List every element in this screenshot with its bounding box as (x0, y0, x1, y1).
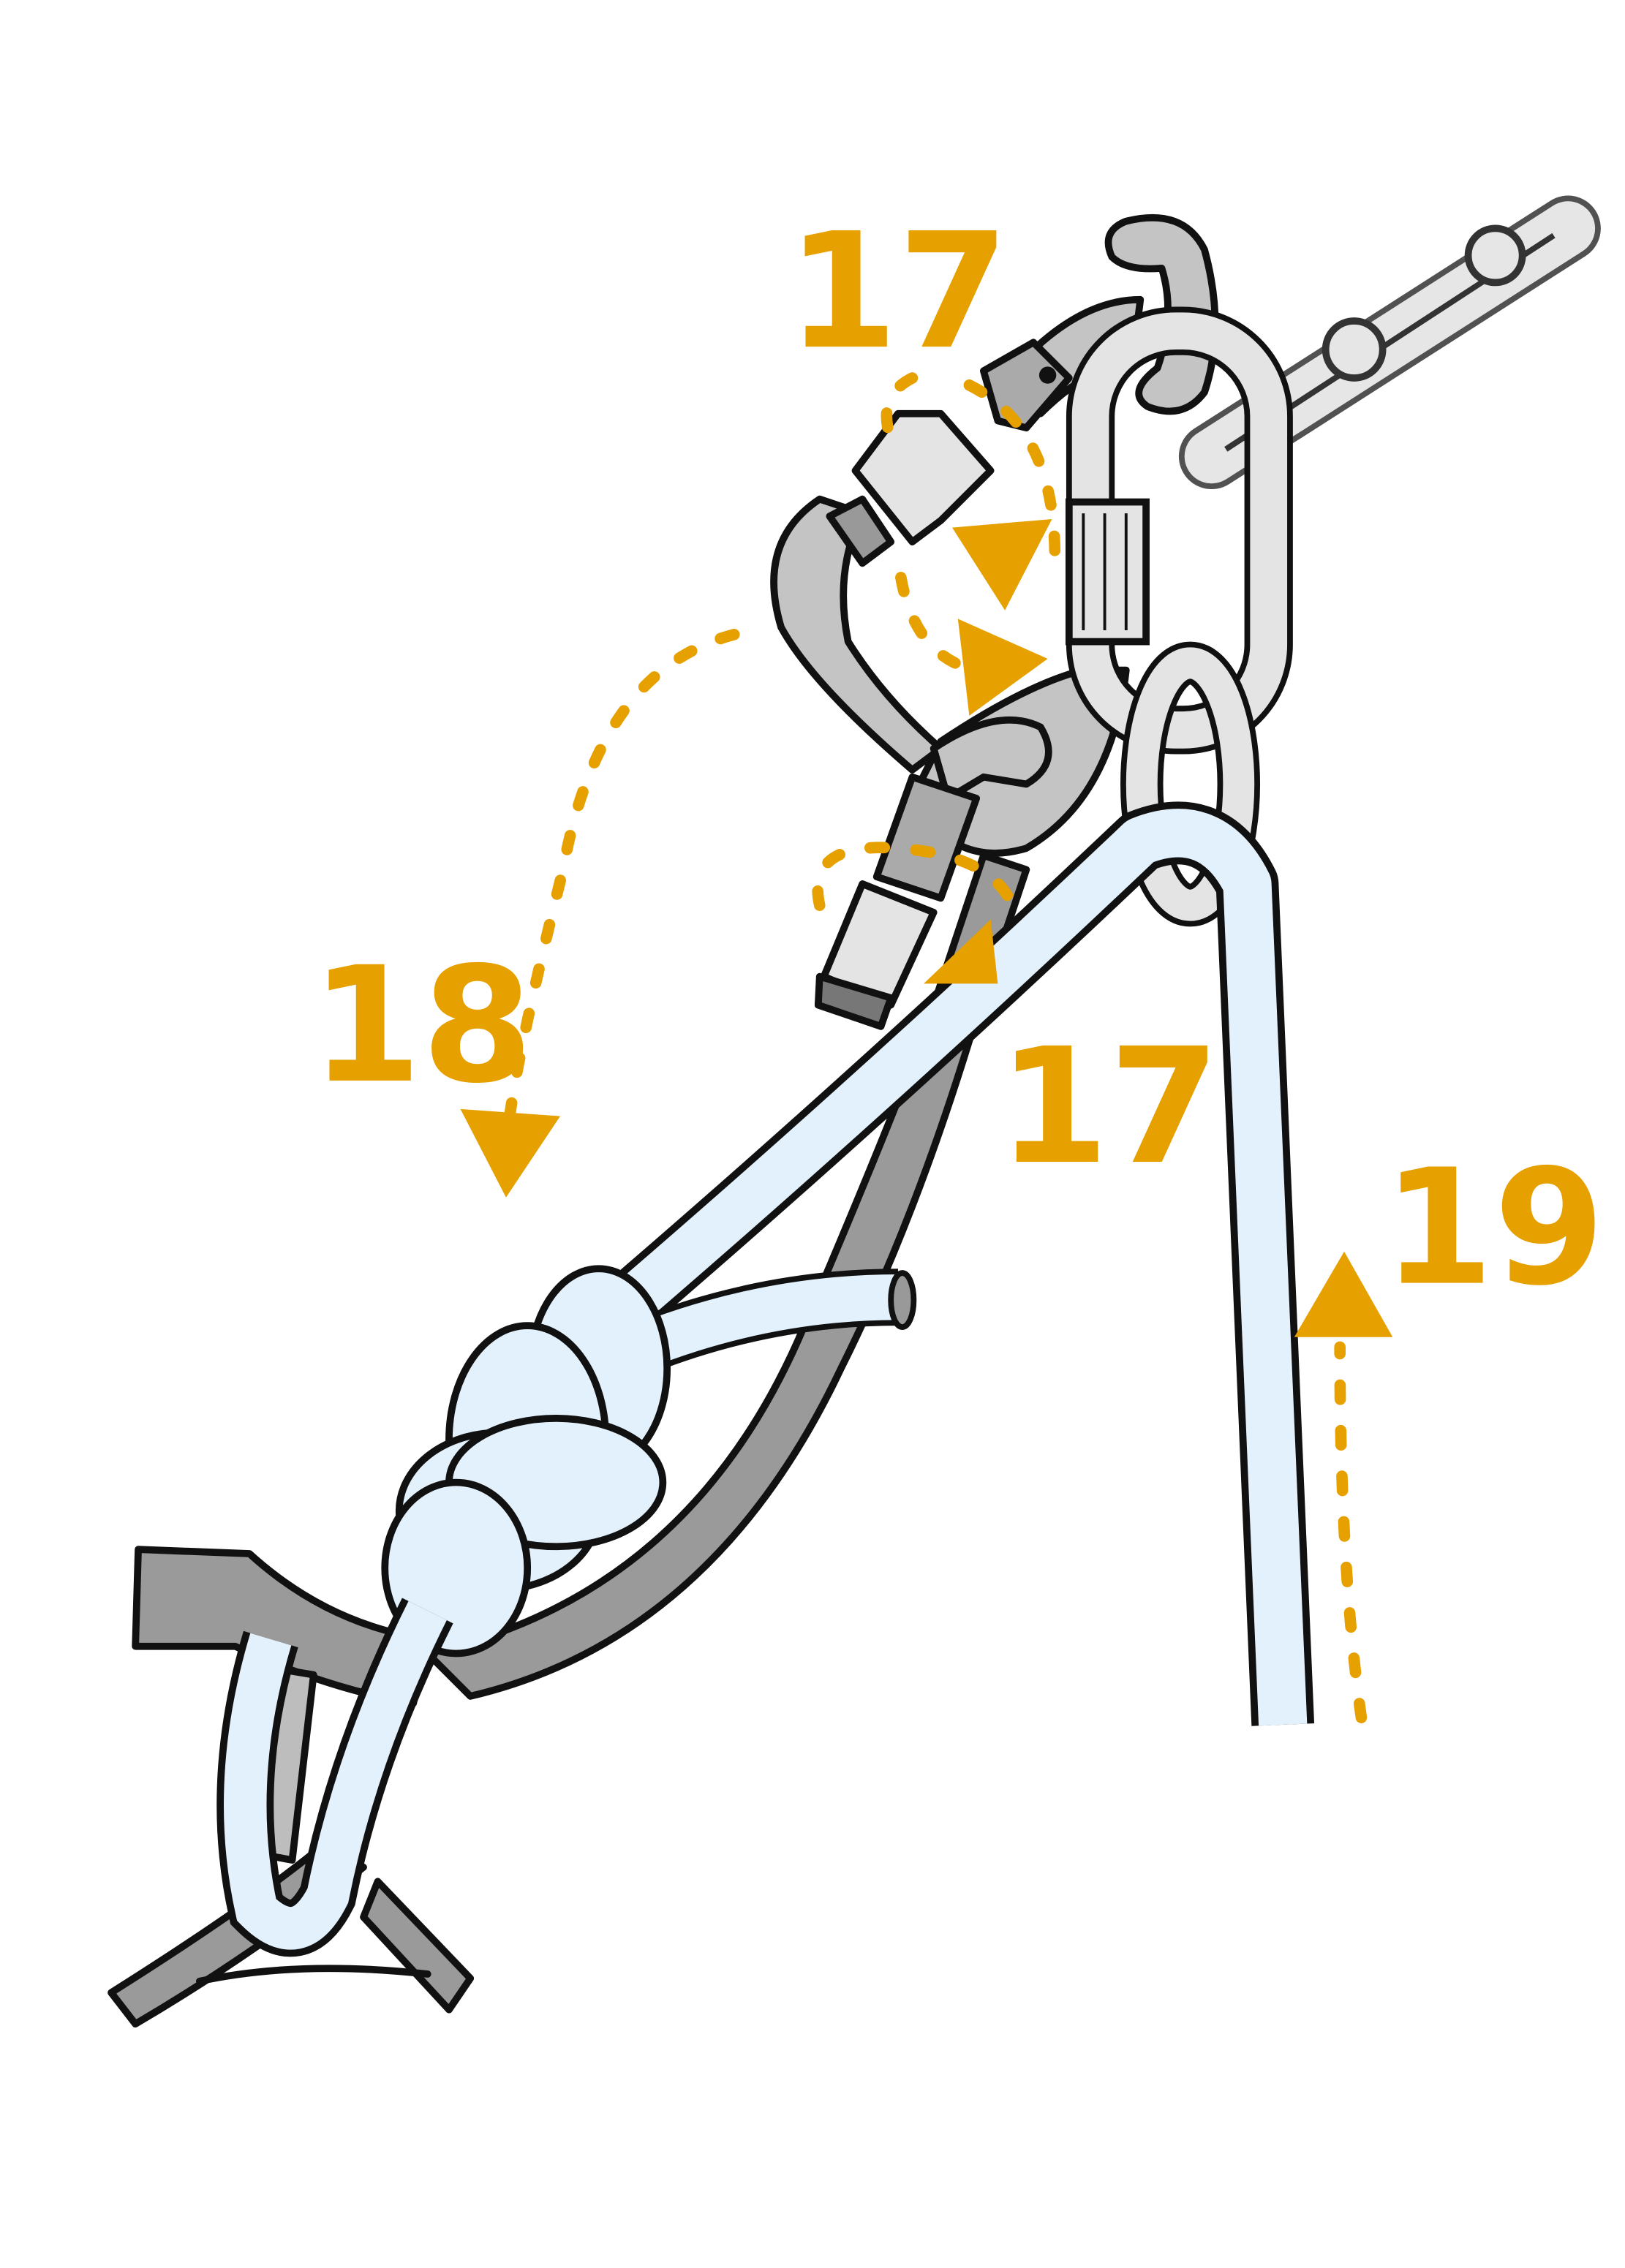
step-17-bottom-label: 17 (998, 1014, 1220, 1200)
step-19-arrow (1294, 1251, 1393, 1723)
step-17-top-label: 17 (787, 199, 1009, 385)
rappel-ring (1120, 641, 1261, 927)
step-18-arrow (460, 629, 740, 1198)
anchor-hook (1104, 213, 1219, 415)
quick-link (1065, 306, 1293, 755)
step-17-top-arrow (881, 372, 1061, 716)
step-19-label: 19 (1383, 1135, 1605, 1321)
figure-eight-knot (216, 1265, 671, 1957)
quick-link-sleeve (1065, 498, 1150, 646)
carabiner-small (814, 716, 1052, 1030)
lanyard (423, 852, 1030, 1700)
step-18-label: 18 (311, 933, 533, 1119)
step-17-bottom-arrow (812, 842, 1021, 984)
